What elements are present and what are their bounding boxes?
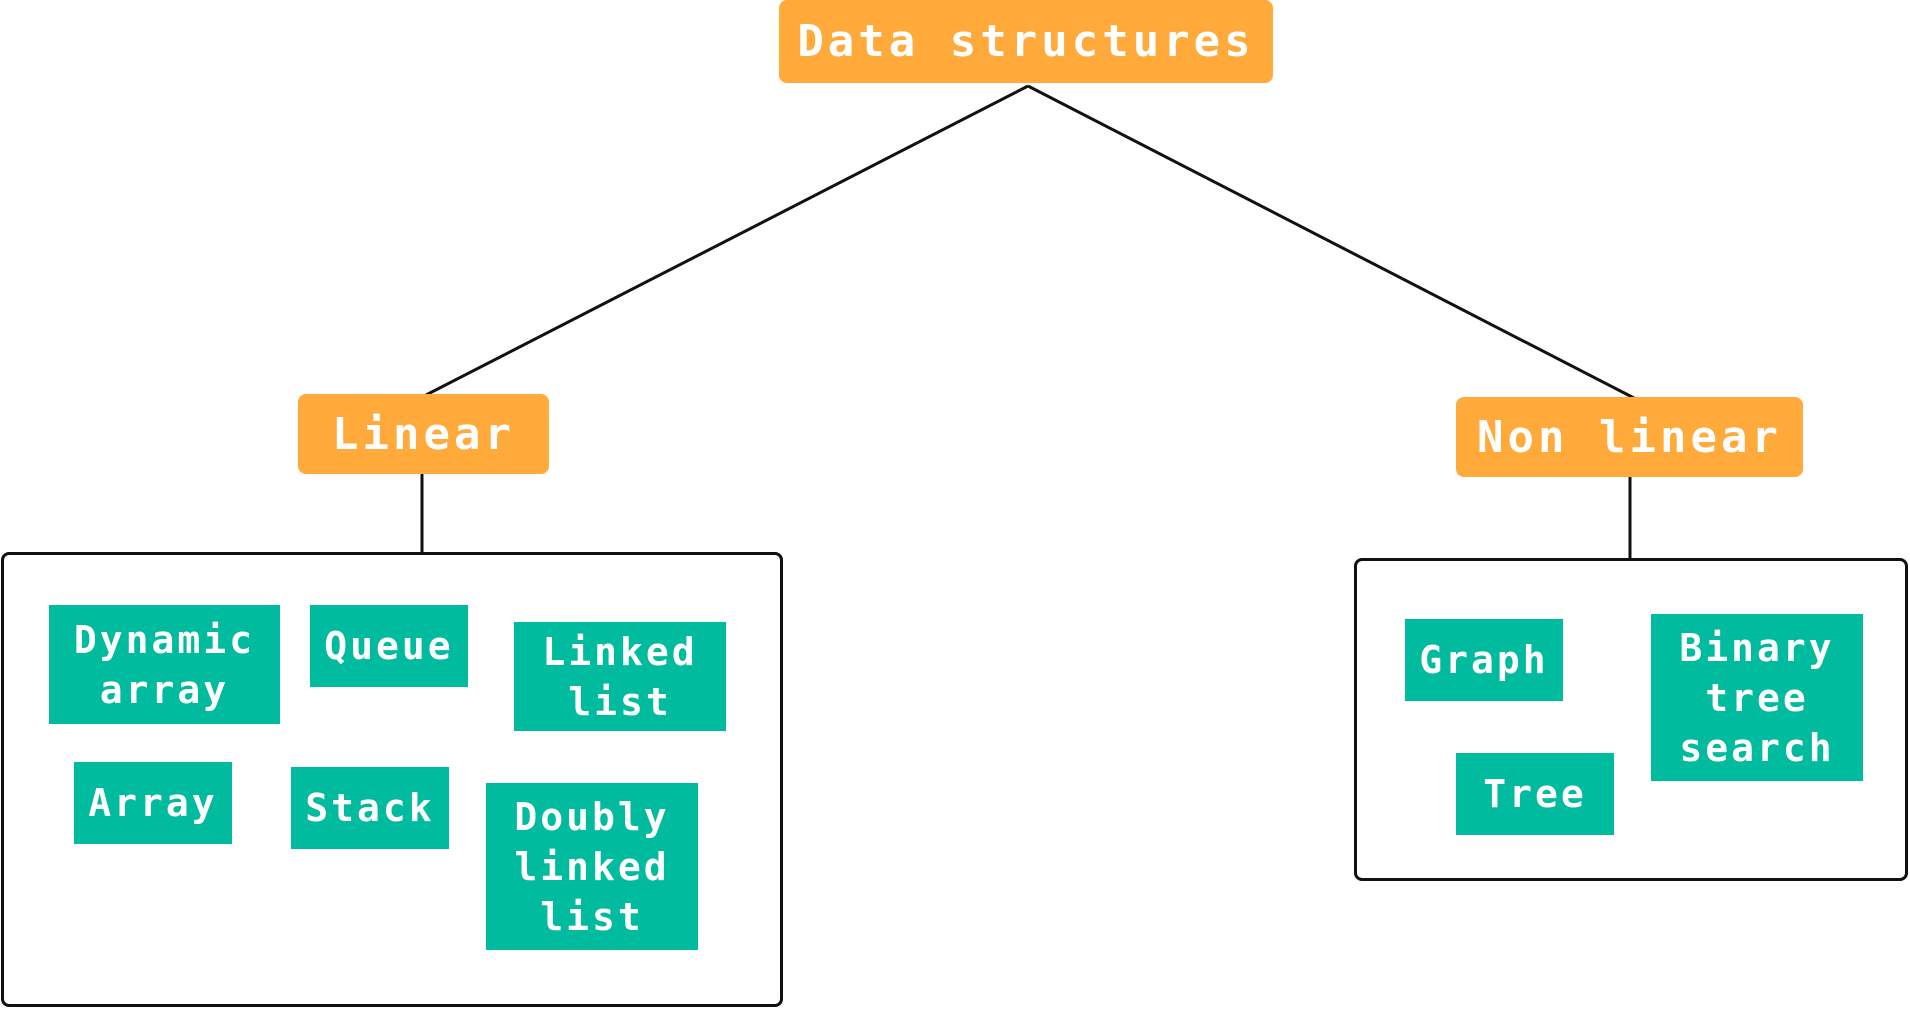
non-linear-group-box [1354, 558, 1908, 881]
item-label: Tree [1483, 772, 1587, 816]
item-label: Graph [1419, 638, 1549, 682]
edge-root-linear [425, 84, 1029, 397]
item-linked-list: Linked list [514, 622, 726, 731]
edge-root-nonlinear [1027, 84, 1635, 400]
item-stack: Stack [291, 767, 449, 849]
item-doubly-linked-list: Doubly linked list [486, 783, 698, 950]
item-label: Array [88, 781, 218, 825]
item-label: Doubly linked list [514, 794, 670, 939]
linear-node: Linear [298, 394, 549, 474]
item-label: Dynamic array [73, 617, 256, 712]
item-graph: Graph [1405, 619, 1563, 701]
root-label: Data structures [797, 16, 1255, 67]
item-label: Binary tree search [1679, 625, 1835, 770]
item-dynamic-array: Dynamic array [49, 605, 280, 724]
item-label: Stack [305, 786, 435, 830]
item-label: Queue [324, 624, 454, 668]
non-linear-node: Non linear [1456, 397, 1803, 477]
item-binary-tree-search: Binary tree search [1651, 614, 1863, 781]
item-queue: Queue [310, 605, 468, 687]
item-tree: Tree [1456, 753, 1614, 835]
root-node: Data structures [779, 0, 1273, 83]
item-label: Linked list [542, 629, 698, 724]
linear-group-box [1, 552, 783, 1007]
non-linear-label: Non linear [1477, 411, 1782, 463]
linear-label: Linear [332, 408, 515, 460]
item-array: Array [74, 762, 232, 844]
